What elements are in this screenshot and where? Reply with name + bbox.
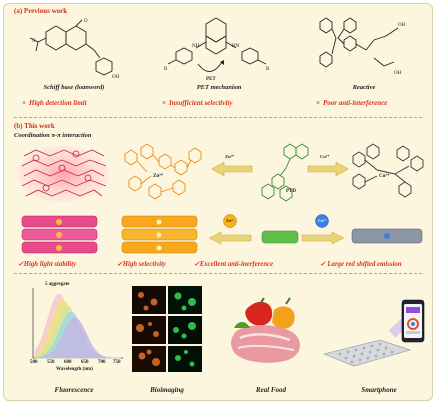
- amide-hn-label: HN: [232, 44, 240, 49]
- spectrum-x-ticks: 500 550 600 650 700 750: [29, 360, 124, 367]
- smartphone-microplate-illustration: [323, 299, 425, 367]
- zn-ion-label: Zn²⁺: [225, 154, 235, 159]
- cu-ion-label: Cu²⁺: [320, 154, 330, 159]
- fluorescence-spectrum-plot: [32, 288, 123, 359]
- this-work-title: (b) This work: [14, 122, 55, 130]
- merit-selectivity: ✓High selectivity: [117, 261, 166, 268]
- app-label-bioimaging: Bioimaging: [150, 386, 184, 394]
- cu-center-label: Cu²⁺: [379, 173, 390, 179]
- zn-ion-sphere-icon: [223, 214, 237, 228]
- section-divider-top: [14, 117, 422, 118]
- emission-curve-5: [34, 317, 121, 359]
- arrow-to-cu: [307, 161, 349, 177]
- x-tick-700: 700: [98, 360, 106, 365]
- spectrum-xlabel: Wavelength (nm): [56, 367, 93, 372]
- issue-insufficient-selectivity: ×Insufficient selectivity: [162, 99, 233, 107]
- merit-anti-interference: ✓Excellent anti-inerference: [194, 261, 274, 268]
- arrow-rod-to-cu: [301, 231, 345, 245]
- ptd-probe-label: PTD: [286, 189, 296, 194]
- app-label-smartphone: Smartphone: [361, 386, 397, 394]
- carboxyl-label-bottom: OH: [394, 71, 402, 76]
- pet-caption: PET mechanism: [196, 84, 242, 91]
- pet-mechanism-structure: NH HN R R PET: [164, 17, 270, 82]
- x-tick-650: 650: [81, 360, 89, 365]
- reactive-caption: Reactive: [352, 84, 376, 91]
- zn-sphere-label: Zn²⁺: [226, 219, 234, 223]
- section-divider-bottom: [14, 273, 422, 274]
- app-label-fluorescence: Fluorescence: [54, 386, 94, 394]
- zn-aggregate-rods: [21, 215, 98, 254]
- x-tick-500: 500: [30, 360, 38, 365]
- zn-complex-rods: [121, 215, 198, 254]
- arrow-to-zn: [211, 161, 253, 177]
- x-tick-600: 600: [64, 360, 72, 365]
- pet-arrow-label: PET: [206, 77, 216, 82]
- cross-icon: ×: [316, 99, 320, 107]
- zn-aggregate-stack: [17, 146, 109, 202]
- issue-poor-anti-interference: ×Poor anti-interference: [316, 99, 388, 107]
- previous-work-title: (a) Previous work: [14, 7, 68, 15]
- bioimaging-cell-images: [132, 286, 202, 372]
- schiff-base-structure: N O OH: [29, 19, 120, 80]
- x-tick-750: 750: [113, 360, 121, 365]
- issue-high-detection-limit: ×High detection limit: [22, 99, 87, 107]
- ptd-single-rod: [261, 230, 299, 244]
- aggregate-annotation: 5 aggregate: [45, 282, 70, 287]
- x-tick-550: 550: [47, 360, 55, 365]
- carboxyl-label-top: OH: [398, 23, 406, 28]
- reactive-structure: OH OH: [319, 17, 406, 76]
- graphical-abstract-panel: (a) Previous work N O OH Schiff base (lo…: [3, 3, 433, 401]
- oxygen-atom-label: O: [84, 19, 88, 24]
- cu-ion-sphere-icon: [315, 214, 329, 228]
- substituent-r-left: R: [164, 67, 168, 72]
- substituent-r-right: R: [266, 67, 270, 72]
- nitrogen-atom-label: N: [32, 39, 36, 44]
- zn-complex-structure: Zn²⁺: [124, 143, 202, 200]
- cu-complex-structure: Cu²⁺: [352, 143, 424, 198]
- hydroxyl-label: OH: [112, 75, 120, 80]
- app-label-real-food: Real Food: [255, 386, 287, 394]
- schiff-base-caption: Schiff base (loanword): [43, 84, 105, 91]
- cu-complex-rod: [351, 228, 423, 244]
- cross-icon: ×: [162, 99, 166, 107]
- merit-red-shifted-emission: ✓ Large red shifted emission: [320, 261, 402, 268]
- zn-center-label: Zn²⁺: [153, 173, 164, 179]
- coordination-subtitle: Coordination π-π interaction: [14, 132, 92, 139]
- cu-sphere-label: Cu²⁺: [318, 219, 326, 223]
- merit-light-stability: ✓High light stability: [18, 261, 77, 268]
- amide-nh-label: NH: [192, 44, 200, 49]
- arrow-rod-to-zn: [208, 231, 252, 245]
- ptd-probe-structure: [261, 143, 309, 202]
- cross-icon: ×: [22, 99, 26, 107]
- real-food-illustration: [231, 297, 300, 363]
